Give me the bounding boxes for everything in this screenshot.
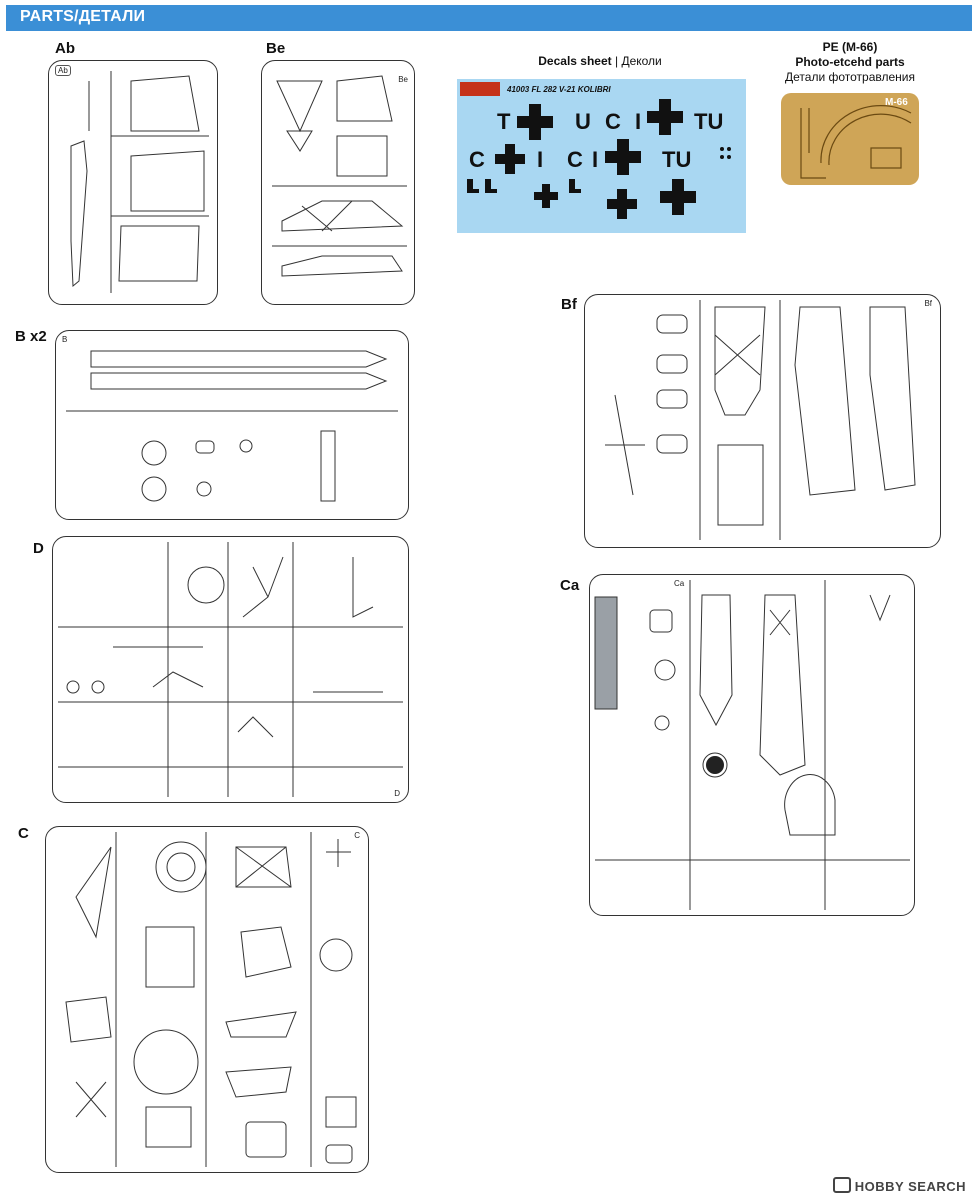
hobby-search-watermark: HOBBY SEARCH	[832, 1177, 966, 1194]
sprue-tag: Ca	[674, 579, 685, 588]
decals-caption: Decals sheet | Деколи	[538, 54, 662, 68]
sprue-d: D	[52, 536, 409, 803]
svg-text:I: I	[537, 147, 543, 172]
sprue-ab-drawing	[70, 71, 209, 293]
sprue-label-ca: Ca	[560, 577, 580, 594]
sprue-c-drawing	[65, 832, 357, 1167]
pe-fret-drawing: M-66	[800, 97, 912, 179]
sprue-tag: Ab	[55, 65, 71, 76]
svg-text:TU: TU	[662, 147, 691, 172]
sprue-tag: B	[62, 335, 68, 344]
sprue-label-c: C	[18, 825, 29, 842]
sprue-be: Be	[261, 60, 415, 305]
svg-text:I: I	[635, 109, 641, 134]
svg-text:41003 FL 282 V-21 KOLIBRI: 41003 FL 282 V-21 KOLIBRI	[506, 85, 611, 94]
sprue-label-bf: Bf	[561, 296, 577, 313]
svg-text:T: T	[497, 109, 511, 134]
sprue-b: B	[55, 330, 409, 520]
sprue-label-d: D	[33, 540, 44, 557]
sprue-ab: Ab	[48, 60, 218, 305]
sprue-label-ab: Ab	[55, 40, 75, 57]
sprue-be-drawing	[272, 75, 407, 277]
sprue-d-drawing	[58, 542, 403, 797]
sprue-b-drawing	[66, 350, 398, 502]
svg-text:I: I	[592, 147, 598, 172]
header-title: PARTS/ДЕТАЛИ	[20, 8, 146, 25]
sprue-label-b: B x2	[15, 328, 47, 345]
svg-text:U: U	[575, 109, 591, 134]
header-bar: PARTS/ДЕТАЛИ	[6, 5, 972, 31]
sprue-ca: Ca	[589, 574, 915, 916]
sprue-tag: Be	[398, 75, 408, 84]
sprue-tag: D	[394, 789, 400, 798]
sprue-tag: C	[354, 831, 360, 840]
svg-text:C: C	[605, 109, 621, 134]
svg-text:TU: TU	[694, 109, 723, 134]
sprue-ca-drawing	[594, 580, 910, 910]
svg-text:M-66: M-66	[885, 97, 908, 108]
svg-text:C: C	[469, 147, 485, 172]
sprue-bf: Bf	[584, 294, 941, 548]
sprue-c: C	[45, 826, 369, 1173]
hobby-search-logo-icon	[832, 1177, 851, 1193]
sprue-label-be: Be	[266, 40, 286, 57]
sprue-tag: Bf	[924, 299, 932, 308]
sprue-bf-drawing	[605, 300, 916, 540]
svg-text:C: C	[567, 147, 583, 172]
pe-fret: M-66	[781, 93, 919, 185]
